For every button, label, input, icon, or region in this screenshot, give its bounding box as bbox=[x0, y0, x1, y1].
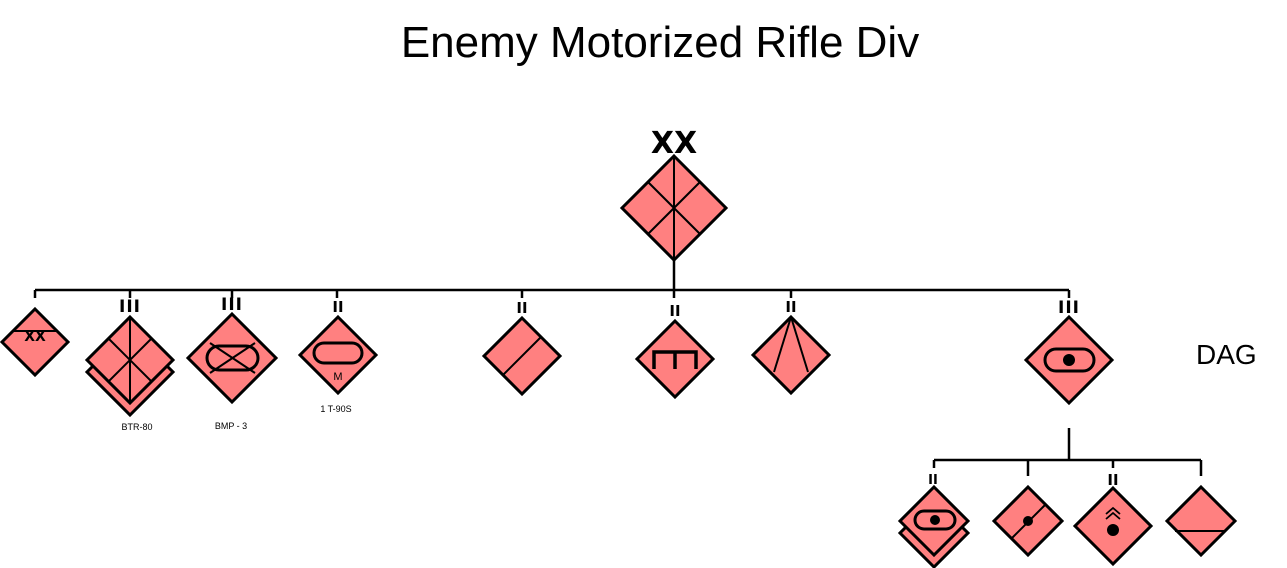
echelon-ii: II bbox=[516, 299, 527, 317]
signal-bn-symbol[interactable]: II bbox=[750, 298, 832, 396]
page-title: Enemy Motorized Rifle Div bbox=[400, 18, 920, 67]
dag-symbol[interactable]: III bbox=[1023, 298, 1115, 406]
support-unit-symbol[interactable] bbox=[1164, 484, 1238, 558]
echelon-iii: III bbox=[1058, 298, 1080, 318]
division-hq-symbol[interactable]: XX bbox=[619, 126, 729, 263]
connectors bbox=[33, 260, 1203, 476]
air-defense-bn-symbol[interactable]: II bbox=[1072, 471, 1154, 567]
echelon-ii: II bbox=[332, 298, 343, 316]
recon-bn-symbol[interactable]: II bbox=[481, 299, 563, 397]
dag-label: DAG bbox=[1196, 339, 1257, 370]
echelon-ii: II bbox=[785, 298, 796, 316]
echelon-ii: II bbox=[1107, 471, 1118, 489]
unit-label: 1 T-90S bbox=[320, 404, 351, 414]
tank-bn-symbol[interactable]: M II 1 T-90S bbox=[297, 298, 379, 414]
mobility-m-text: M bbox=[333, 371, 342, 383]
echelon-iii: III bbox=[119, 297, 141, 317]
engineer-bn-symbol[interactable]: II bbox=[634, 302, 716, 400]
unit-label: BMP - 3 bbox=[215, 421, 247, 431]
div-hq-element-symbol[interactable]: XX bbox=[0, 306, 71, 378]
artillery-battery-symbol[interactable] bbox=[991, 484, 1065, 558]
sp-artillery-bn-symbol[interactable]: II bbox=[897, 473, 971, 568]
echelon-ii: II bbox=[669, 302, 680, 320]
mrr-btr-symbol[interactable]: III BTR-80 bbox=[84, 297, 176, 432]
echelon-ii: II bbox=[928, 473, 938, 488]
echelon-xx: XX bbox=[651, 126, 697, 161]
unit-label: BTR-80 bbox=[121, 422, 152, 432]
xx-mark: XX bbox=[24, 329, 46, 345]
echelon-iii: III bbox=[221, 295, 243, 315]
mrr-bmp-symbol[interactable]: III BMP - 3 bbox=[185, 295, 279, 431]
